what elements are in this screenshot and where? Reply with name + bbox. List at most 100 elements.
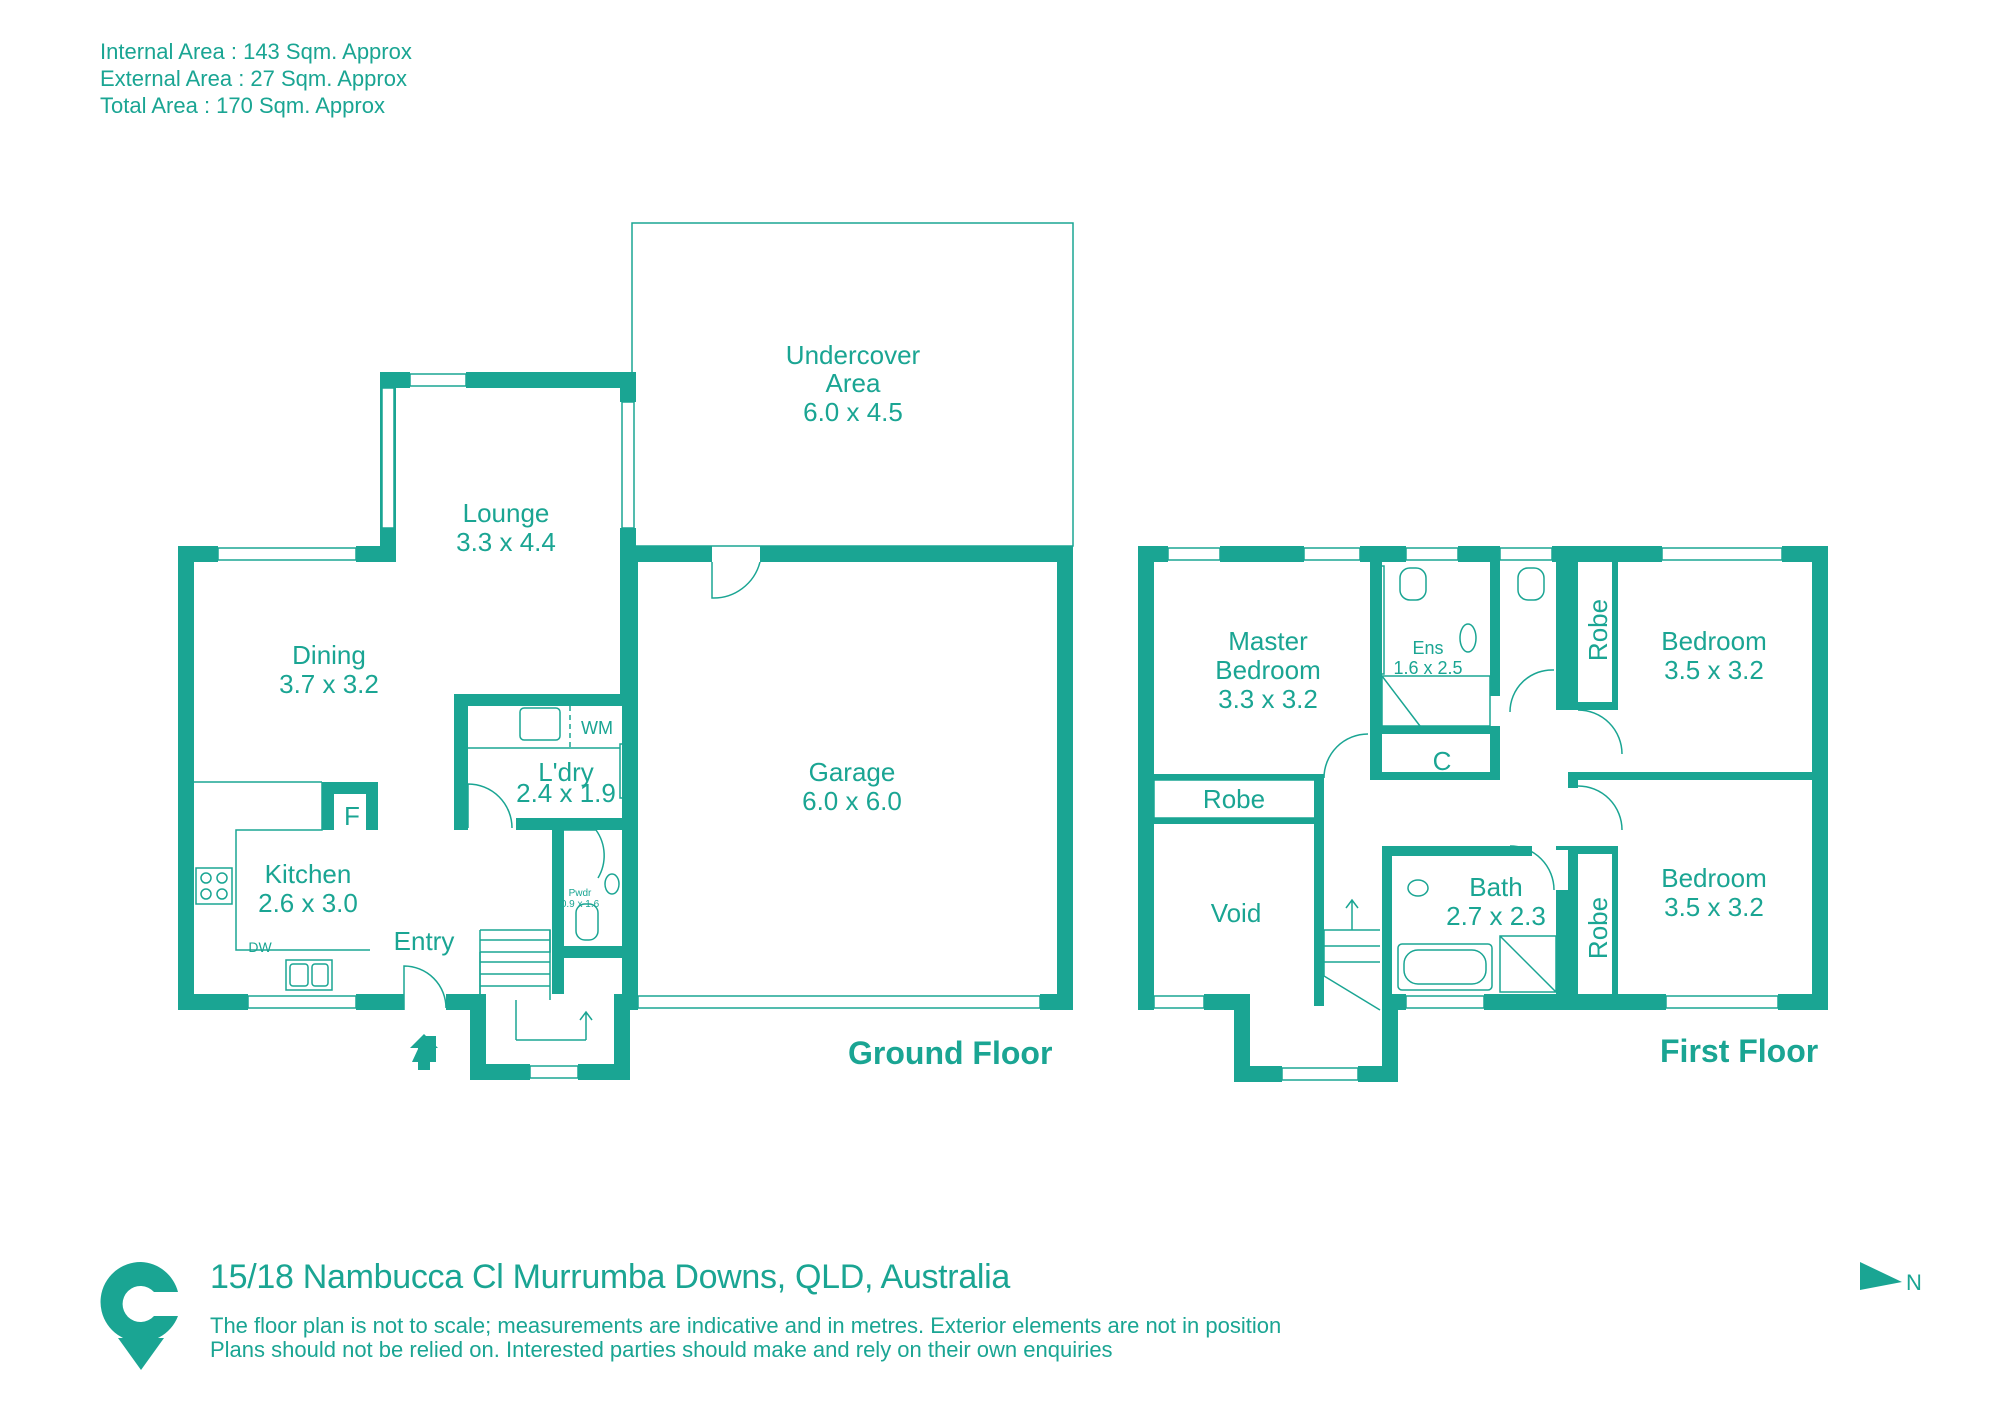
garage-dims: 6.0 x 6.0 [802, 786, 902, 816]
door-swing [1577, 785, 1623, 831]
door-swing [711, 561, 761, 599]
bath-label: Bath [1469, 872, 1523, 902]
wall [1568, 772, 1828, 780]
window [1281, 1067, 1359, 1081]
door-swing [552, 829, 605, 879]
wall [1490, 726, 1500, 778]
door-swing [403, 965, 447, 1010]
window [1405, 547, 1459, 561]
door-swing [1509, 845, 1555, 891]
wall [1490, 546, 1500, 696]
wall [1360, 546, 1406, 562]
robe-label-1: Robe [1583, 599, 1613, 661]
wall [1370, 772, 1500, 780]
bed1-dims: 3.5 x 3.2 [1664, 655, 1764, 685]
bathtub [1397, 943, 1493, 991]
disclaimer-line-2: Plans should not be relied on. Intereste… [210, 1337, 1113, 1362]
bath-dims: 2.7 x 2.3 [1446, 901, 1546, 931]
wall [1314, 774, 1324, 1006]
wall [1138, 994, 1154, 1010]
window [529, 1065, 579, 1079]
wall [454, 694, 468, 828]
wall [454, 694, 468, 696]
master-dims: 3.3 x 3.2 [1218, 684, 1318, 714]
wall [1612, 846, 1618, 996]
wall [552, 946, 622, 958]
toilet [1517, 567, 1545, 601]
wall [1138, 546, 1154, 1010]
stairs [479, 929, 593, 1041]
wall [178, 994, 248, 1010]
lounge-dims: 3.3 x 4.4 [456, 527, 556, 557]
wall [1778, 994, 1828, 1010]
wall [356, 994, 404, 1010]
fridge-label: F [344, 801, 360, 831]
toilet [1399, 567, 1427, 601]
disclaimer-line-1: The floor plan is not to scale; measurem… [210, 1313, 1282, 1338]
wall [1234, 994, 1250, 1082]
wall [1220, 546, 1304, 562]
bathtub-inner [1403, 949, 1487, 985]
wall [1568, 780, 1578, 788]
window [1405, 995, 1485, 1009]
ground-floor-title: Ground Floor [848, 1035, 1052, 1071]
brand-logo-icon [100, 1261, 178, 1370]
window [1499, 547, 1553, 561]
master-robe-label: Robe [1203, 784, 1265, 814]
window [1661, 547, 1783, 561]
dining-label: Dining [292, 640, 366, 670]
window [1153, 995, 1205, 1009]
disclaimer: The floor plan is not to scale; measurem… [210, 1314, 1281, 1362]
door-slider [1379, 565, 1385, 675]
window [1303, 547, 1361, 561]
wall [1568, 846, 1616, 854]
bed2-dims: 3.5 x 3.2 [1664, 892, 1764, 922]
undercover-label-1: Undercover [786, 340, 921, 370]
laundry-dims: 2.4 x 1.9 [516, 778, 616, 808]
wall [1556, 546, 1568, 710]
bed1-label: Bedroom [1661, 626, 1767, 656]
wall [1382, 994, 1406, 1010]
shower-screen [1381, 675, 1421, 727]
wall [620, 372, 636, 402]
door-swing [1509, 669, 1555, 713]
wall [1370, 726, 1496, 734]
stairs [1323, 898, 1381, 1011]
total-area: Total Area : 170 Sqm. Approx [100, 93, 385, 118]
north-label: N [1906, 1270, 1922, 1295]
wall [322, 782, 378, 794]
void-label: Void [1211, 898, 1262, 928]
wall [366, 782, 378, 830]
external-area: External Area : 27 Sqm. Approx [100, 66, 407, 91]
laundry-tub [519, 707, 561, 741]
wall [614, 994, 630, 1080]
kitchen-dims: 2.6 x 3.0 [258, 888, 358, 918]
wall [1057, 546, 1073, 1010]
robe-label-2: Robe [1583, 897, 1613, 959]
window [1167, 547, 1221, 561]
wall [1382, 846, 1532, 856]
wall [466, 372, 606, 388]
basin [604, 873, 620, 895]
wall [614, 994, 638, 1010]
garage-label: Garage [809, 757, 896, 787]
first-floor [1138, 546, 1828, 1082]
cooktop [195, 867, 233, 905]
ens-label: Ens [1412, 638, 1443, 658]
north-arrow-icon [1860, 1262, 1902, 1290]
area-summary: Internal Area : 143 Sqm. Approx External… [100, 38, 412, 119]
wall [760, 546, 1073, 562]
wall [1234, 1066, 1282, 1082]
wall [622, 546, 712, 562]
powder-dims: 0.9 x 1.6 [561, 899, 600, 910]
wall [1556, 890, 1568, 996]
master-label-1: Master [1228, 626, 1308, 656]
window [409, 373, 467, 387]
wall [1382, 846, 1392, 996]
wall [1040, 994, 1073, 1010]
ens-dims: 1.6 x 2.5 [1393, 658, 1462, 678]
lounge-label: Lounge [463, 498, 550, 528]
laundry-label: L'dry [538, 757, 594, 787]
wall [1370, 546, 1382, 778]
